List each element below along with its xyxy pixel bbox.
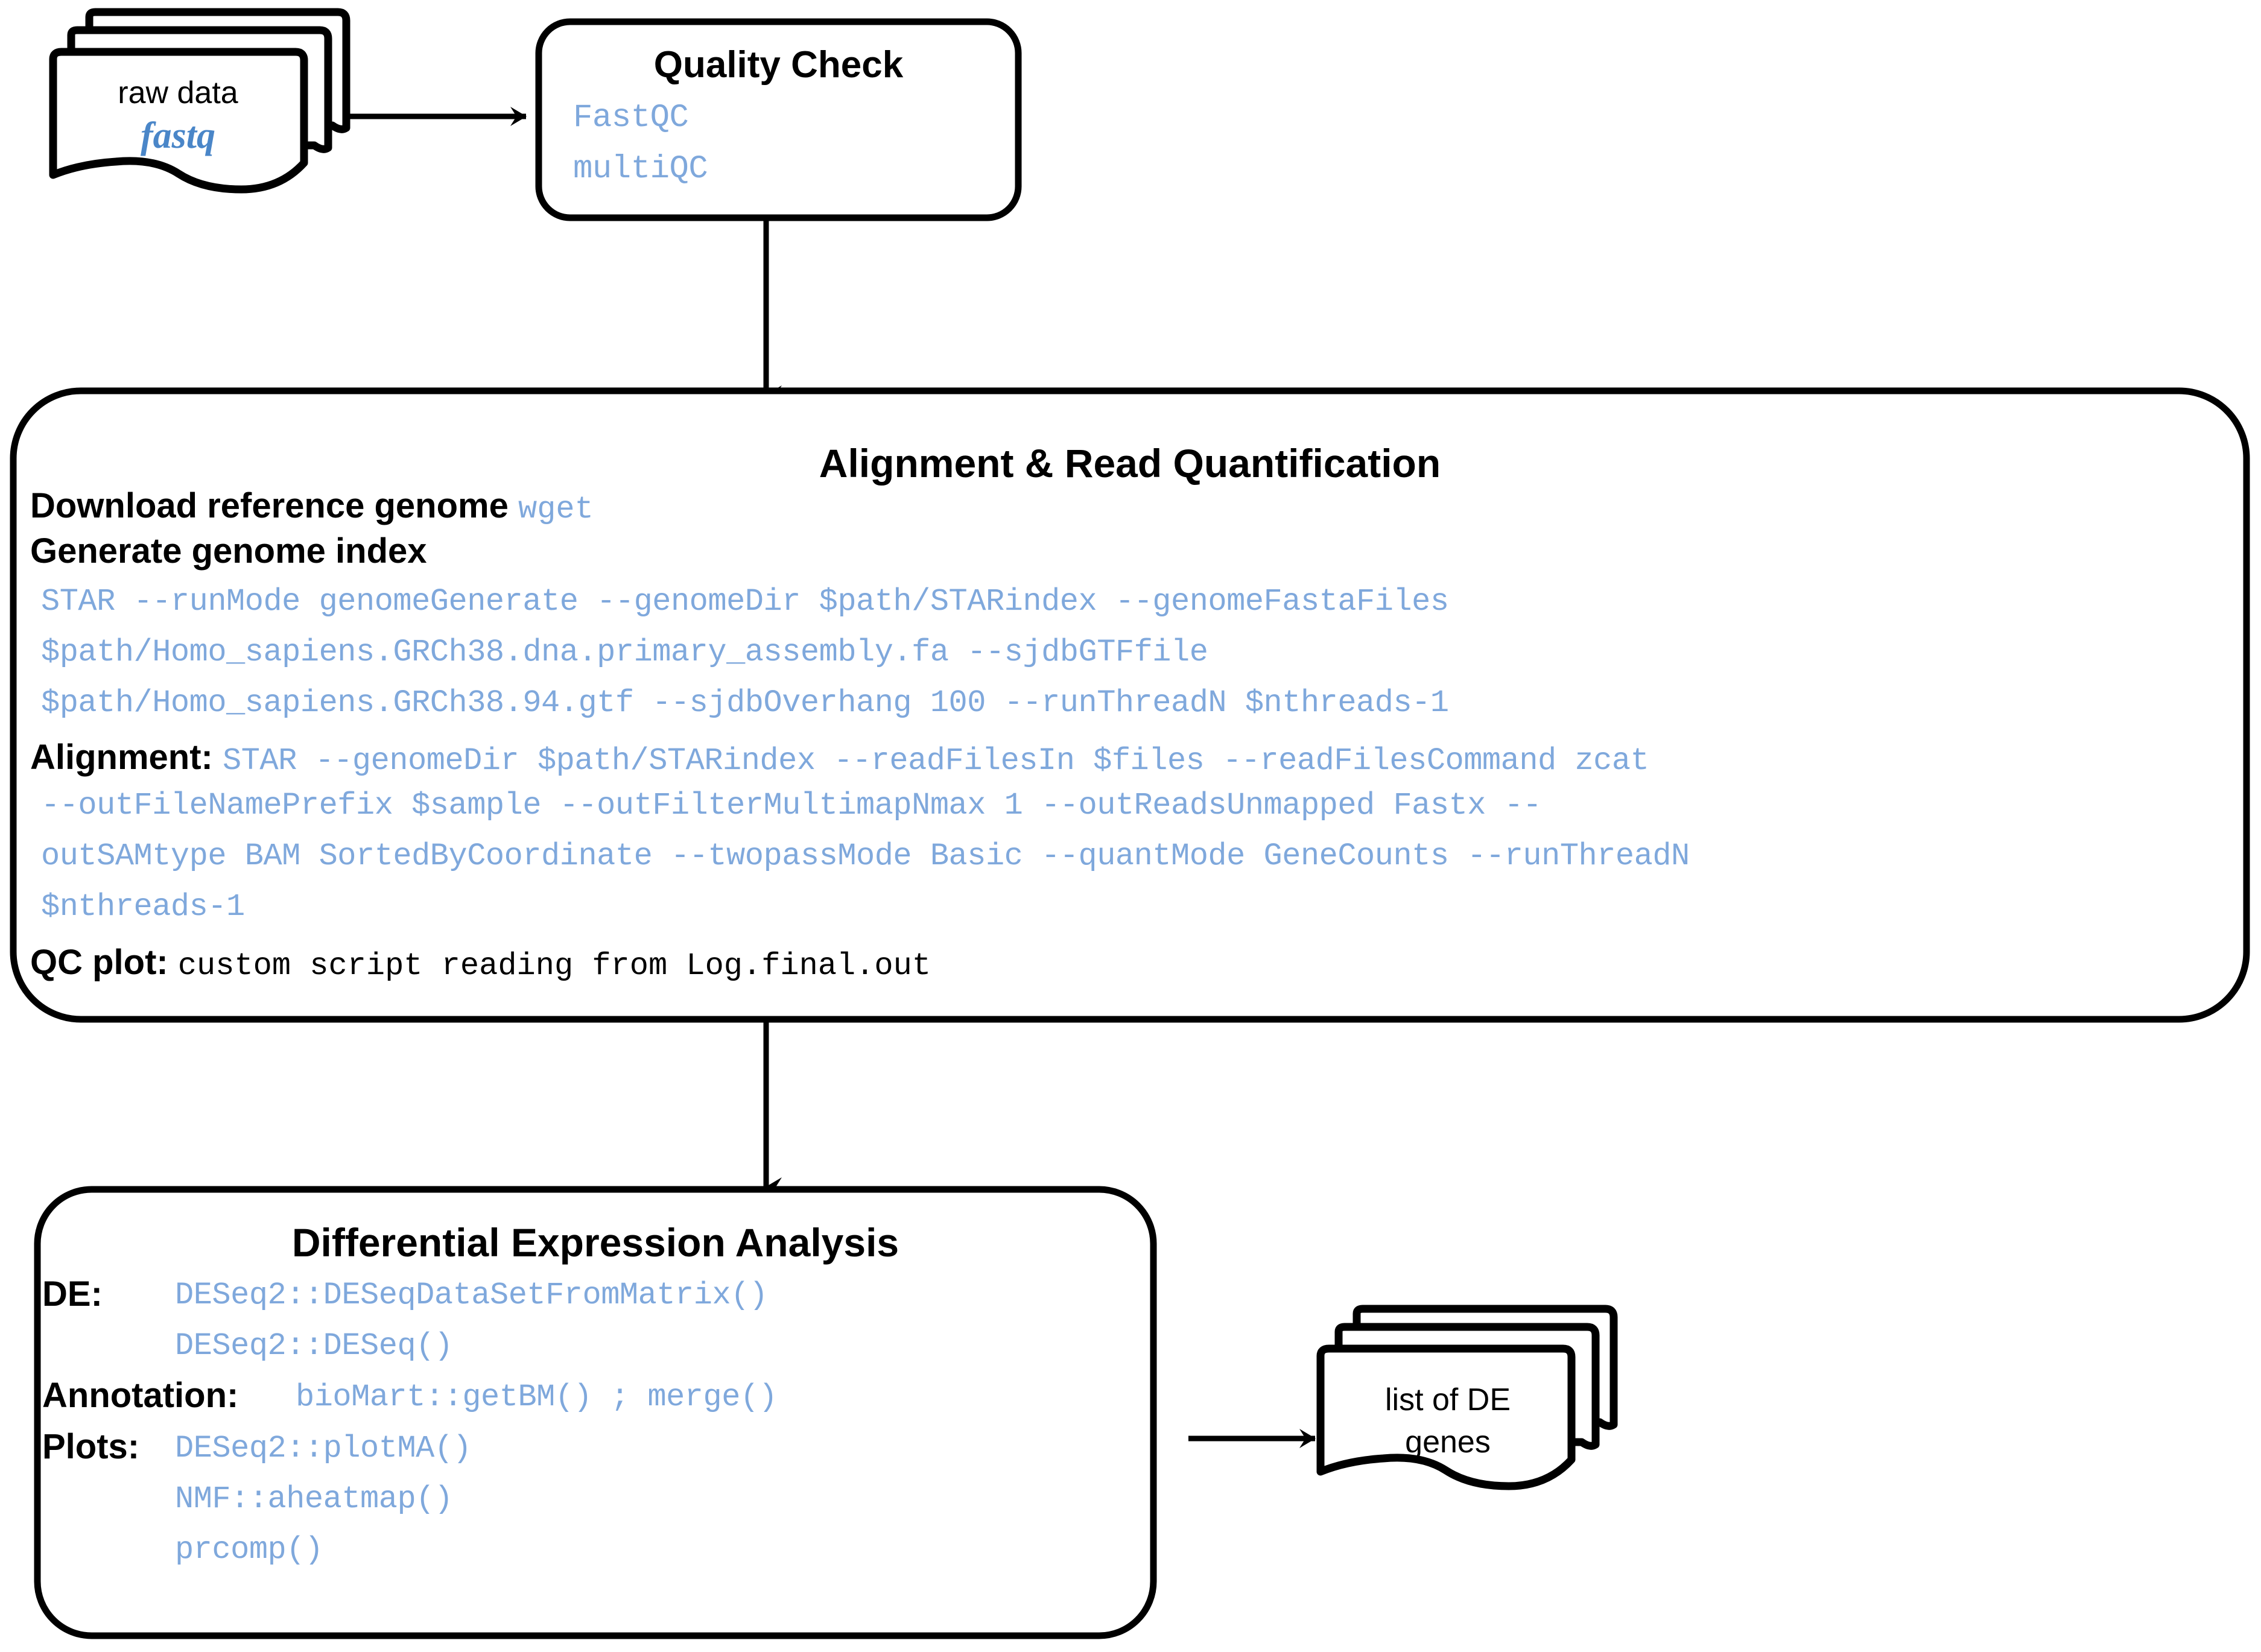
plots-row-label: Plots: xyxy=(42,1427,140,1466)
qc-plot-text: custom script reading from Log.final.out xyxy=(177,948,931,984)
de-row-label: DE: xyxy=(42,1274,103,1314)
annotation-row-label: Annotation: xyxy=(42,1376,239,1415)
plots-command-1: DESeq2::plotMA() xyxy=(175,1431,472,1466)
alignment-command-label: Alignment: xyxy=(30,738,213,777)
alignment-command-line-4: $nthreads-1 xyxy=(41,889,245,925)
alignment-command-row: Alignment: STAR --genomeDir $path/STARin… xyxy=(30,737,1649,779)
alignment-title: Alignment & Read Quantification xyxy=(819,441,1441,486)
annotation-command-1: bioMart::getBM() ; merge() xyxy=(296,1379,778,1415)
plots-command-3: prcomp() xyxy=(175,1532,323,1568)
qc-plot-row: QC plot: custom script reading from Log.… xyxy=(30,942,931,984)
genome-index-command-line-1: STAR --runMode genomeGenerate --genomeDi… xyxy=(41,584,1449,619)
alignment-download-row: Download reference genome wget xyxy=(30,486,594,527)
de-genes-label-line1: list of DE xyxy=(1384,1382,1511,1417)
alignment-download-command: wget xyxy=(518,492,594,527)
genome-index-command-line-2: $path/Homo_sapiens.GRCh38.dna.primary_as… xyxy=(41,635,1208,670)
raw-data-label-line2: fastq xyxy=(141,115,215,156)
de-command-1: DESeq2::DESeqDataSetFromMatrix() xyxy=(175,1277,768,1313)
alignment-command-line-3: outSAMtype BAM SortedByCoordinate --twop… xyxy=(41,838,1690,874)
genome-index-command-line-3: $path/Homo_sapiens.GRCh38.94.gtf --sjdbO… xyxy=(41,685,1449,721)
alignment-command-line-1: STAR --genomeDir $path/STARindex --readF… xyxy=(222,743,1649,779)
differential-expression-title: Differential Expression Analysis xyxy=(291,1220,899,1265)
alignment-download-label: Download reference genome xyxy=(30,486,509,525)
quality-check-title: Quality Check xyxy=(653,44,904,86)
plots-command-2: NMF::aheatmap() xyxy=(175,1481,453,1517)
alignment-generate-index-label: Generate genome index xyxy=(30,531,427,571)
qc-plot-label: QC plot: xyxy=(30,943,168,982)
de-genes-label-line2: genes xyxy=(1405,1425,1491,1460)
quality-check-tool-multiqc: multiQC xyxy=(573,151,708,188)
alignment-command-line-2: --outFileNamePrefix $sample --outFilterM… xyxy=(41,788,1542,823)
quality-check-tool-fastqc: FastQC xyxy=(573,100,689,136)
de-command-2: DESeq2::DESeq() xyxy=(175,1328,453,1364)
raw-data-label-line1: raw data xyxy=(118,75,238,110)
